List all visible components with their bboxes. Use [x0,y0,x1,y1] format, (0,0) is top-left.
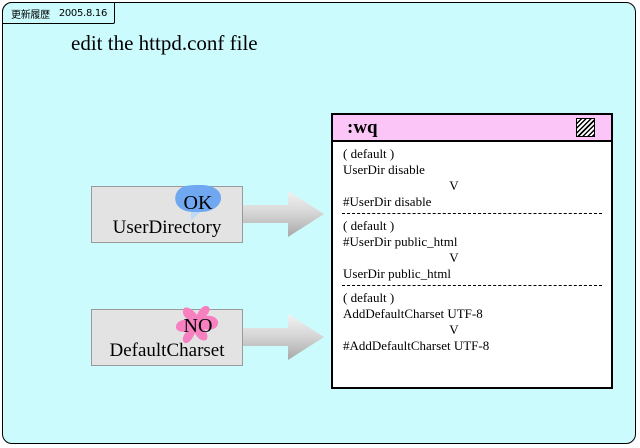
badge-no: NO [171,306,225,344]
arrow-right-userdirectory [243,191,324,237]
config-after-value: #AddDefaultCharset UTF-8 [343,338,490,353]
update-history-tab: 更新履歴 2005.8.16 [2,2,115,24]
config-separator [342,213,602,214]
config-change-arrow: V [449,322,459,337]
terminal-window: :wq ( default ) UserDir disable V #UserD… [331,113,613,389]
callout-defaultcharset-label: DefaultCharset [109,340,225,361]
config-after-value: UserDir public_html [343,266,451,281]
slide-canvas: 更新履歴 2005.8.16 edit the httpd.conf file … [2,2,636,444]
badge-ok: OK [171,183,225,221]
page-title: edit the httpd.conf file [71,31,258,55]
callout-userdirectory: OK UserDirectory [91,183,243,243]
terminal-titlebar: :wq [333,115,611,142]
update-history-date: 2005.8.16 [58,7,108,19]
config-change-arrow: V [449,250,459,265]
update-history-label: 更新履歴 [11,9,50,21]
config-default-label: ( default ) [343,290,395,305]
config-before-value: AddDefaultCharset UTF-8 [343,306,483,321]
config-before-value: #UserDir public_html [343,234,458,249]
config-after-value: #UserDir disable [343,194,432,209]
terminal-title: :wq [347,117,378,138]
config-separator [342,285,602,286]
callout-defaultcharset: NO DefaultCharset [91,306,243,366]
config-default-label: ( default ) [343,218,395,233]
badge-no-label: NO [183,315,213,337]
terminal-body: ( default ) UserDir disable V #UserDir d… [333,142,611,354]
config-before-value: UserDir disable [343,162,425,177]
hatched-square-icon[interactable] [576,118,595,137]
arrow-right-defaultcharset [243,314,324,360]
callout-userdirectory-label: UserDirectory [112,217,222,238]
config-default-label: ( default ) [343,146,395,161]
config-change-arrow: V [449,178,459,193]
speech-bubble-icon [175,185,222,220]
star-splat-icon [175,306,219,344]
badge-ok-label: OK [183,192,213,214]
